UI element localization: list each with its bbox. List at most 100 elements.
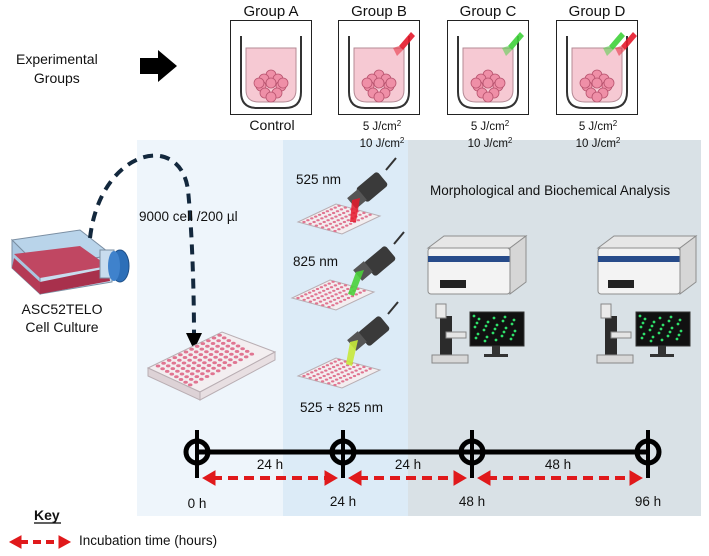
culture-flask-icon bbox=[10, 229, 130, 296]
well bbox=[354, 369, 358, 372]
dose-5: 5 J/cm bbox=[578, 121, 613, 133]
well bbox=[335, 302, 339, 305]
well bbox=[342, 365, 346, 369]
well bbox=[334, 293, 338, 296]
fluorescent-cell bbox=[477, 317, 481, 321]
well bbox=[320, 217, 324, 220]
fluorescent-cell bbox=[486, 320, 490, 324]
group-a-title: Group A bbox=[243, 3, 299, 20]
well bbox=[184, 375, 189, 379]
well bbox=[335, 210, 340, 213]
well bbox=[330, 217, 334, 220]
well bbox=[318, 222, 322, 225]
well bbox=[329, 362, 333, 365]
key-incubation-label: Incubation time (hours) bbox=[79, 533, 218, 548]
fluorescent-cell bbox=[641, 321, 645, 325]
group-c-title: Group C bbox=[459, 3, 517, 20]
well bbox=[181, 361, 187, 365]
culture-label: ASC52TELO Cell Culture bbox=[22, 300, 103, 336]
group-b-doses: 5 J/cm2 10 J/cm2 bbox=[359, 119, 405, 150]
well bbox=[198, 353, 204, 357]
well bbox=[340, 217, 344, 220]
well bbox=[249, 352, 255, 356]
well bbox=[231, 341, 236, 345]
well bbox=[344, 215, 348, 218]
fluorescent-cell bbox=[502, 330, 506, 334]
well bbox=[358, 291, 362, 294]
fluorescent-cell bbox=[678, 318, 682, 322]
culture-tube-icon bbox=[348, 32, 415, 109]
well bbox=[324, 369, 328, 372]
interval-label-1: 24 h bbox=[256, 457, 284, 472]
well bbox=[310, 295, 314, 298]
well bbox=[324, 293, 328, 296]
fluorescent-cell bbox=[509, 337, 513, 341]
fluorescent-cell bbox=[658, 316, 662, 320]
well bbox=[323, 284, 327, 287]
well bbox=[219, 347, 225, 351]
well bbox=[339, 362, 344, 365]
well bbox=[362, 211, 366, 215]
well bbox=[332, 289, 336, 292]
well bbox=[235, 344, 241, 348]
well bbox=[221, 366, 227, 370]
fluorescent-cell bbox=[476, 332, 480, 336]
well bbox=[314, 215, 318, 218]
fluorescent-cell bbox=[649, 339, 653, 343]
well bbox=[352, 374, 357, 378]
well bbox=[321, 365, 326, 369]
well bbox=[362, 365, 366, 369]
well bbox=[336, 296, 341, 300]
well bbox=[171, 361, 177, 365]
wavelength-label-525: 525 nm bbox=[296, 172, 342, 187]
well bbox=[328, 376, 333, 379]
timeline-marker-0h bbox=[183, 430, 211, 478]
well bbox=[243, 355, 249, 359]
laser-device-icon bbox=[347, 157, 397, 222]
well bbox=[183, 350, 189, 354]
well bbox=[296, 296, 300, 300]
well bbox=[176, 364, 181, 368]
well bbox=[194, 344, 200, 348]
well bbox=[333, 229, 337, 233]
dose-5: 5 J/cm bbox=[362, 121, 397, 133]
timepoint-label-0h: 0 h bbox=[187, 496, 207, 511]
well bbox=[319, 286, 324, 289]
well bbox=[204, 375, 210, 378]
fluorescent-cell bbox=[657, 331, 661, 335]
incubation-arrow-1 bbox=[202, 470, 338, 486]
well bbox=[190, 366, 196, 370]
well bbox=[169, 372, 175, 376]
well bbox=[325, 302, 329, 305]
fluorescent-cell bbox=[639, 325, 643, 329]
group-d-title: Group D bbox=[568, 3, 626, 20]
fluorescent-cell bbox=[482, 328, 486, 332]
well bbox=[225, 344, 231, 348]
well bbox=[346, 287, 350, 291]
well bbox=[178, 353, 183, 357]
well bbox=[217, 333, 222, 337]
well bbox=[211, 336, 217, 340]
well bbox=[185, 369, 190, 373]
well bbox=[344, 369, 348, 372]
cell-cluster-icon bbox=[579, 69, 615, 103]
well bbox=[334, 378, 339, 381]
well bbox=[327, 305, 331, 309]
well bbox=[364, 215, 368, 218]
well bbox=[358, 367, 362, 370]
well bbox=[328, 291, 332, 294]
well bbox=[212, 361, 217, 365]
well bbox=[189, 347, 194, 351]
fluorescent-cell bbox=[652, 320, 656, 324]
well bbox=[337, 358, 341, 361]
fluorescent-cell bbox=[475, 321, 479, 325]
well bbox=[325, 210, 330, 213]
well bbox=[326, 296, 330, 300]
well bbox=[223, 355, 229, 359]
well bbox=[218, 352, 224, 356]
well bbox=[336, 219, 340, 222]
timeline-marker-24h bbox=[329, 430, 357, 478]
fluorescent-cell bbox=[500, 334, 504, 338]
well bbox=[207, 358, 213, 362]
